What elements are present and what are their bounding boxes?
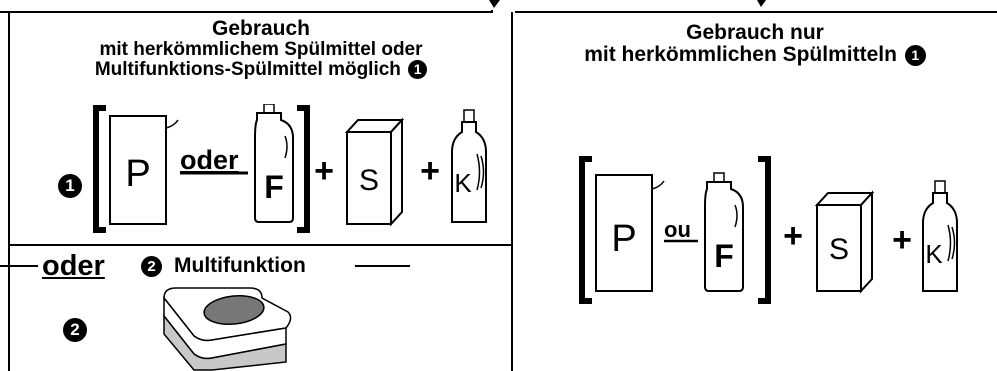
product-label-s: S: [359, 164, 379, 197]
product-label-k: K: [925, 239, 943, 269]
prewash-pack-icon: P: [595, 174, 665, 292]
plus-sign: +: [314, 152, 334, 190]
right-title-line2: mit herkömmlichen Spülmitteln 1: [513, 43, 997, 67]
plus-sign-2: +: [892, 221, 912, 259]
prewash-pack-icon: P: [109, 115, 179, 225]
plus-sign-2: +: [420, 152, 440, 190]
product-label-p: P: [611, 218, 636, 260]
multi-marker: 2: [141, 256, 162, 277]
or-label: ou: [664, 217, 691, 242]
row-marker-1: 1: [58, 174, 82, 198]
plus-sign: +: [783, 217, 803, 255]
liquid-detergent-bottle-icon: F: [704, 172, 744, 292]
left-title-line2: mit herkömmlichem Spülmittel oder: [99, 39, 423, 61]
bracket-right-icon: [758, 156, 771, 304]
number-marker-icon: 1: [904, 45, 926, 67]
liquid-detergent-bottle-icon: F: [254, 104, 294, 223]
right-title-line2-text: mit herkömmlichen Spülmitteln: [584, 43, 897, 67]
rinse-aid-bottle-icon: K: [451, 109, 487, 223]
dishwasher-tablet-icon: [163, 287, 292, 371]
salt-box-icon: S: [814, 190, 875, 294]
bracket-right-icon: [297, 105, 310, 233]
product-label-f: F: [714, 238, 734, 274]
left-panel-title: Gebrauch mit herkömmlichem Spülmittel od…: [10, 17, 512, 80]
or-label: oder: [180, 145, 239, 175]
salt-box-icon: S: [344, 117, 405, 227]
left-title-line1: Gebrauch: [211, 17, 311, 40]
row-marker-2: 2: [63, 318, 87, 342]
right-products: P ou F + S + K: [579, 156, 958, 304]
product-label-p: P: [125, 153, 150, 195]
rinse-aid-bottle-icon: K: [922, 180, 958, 292]
number-marker-icon: 1: [408, 59, 428, 79]
product-label-s: S: [829, 233, 849, 266]
multi-or-label: oder: [42, 250, 105, 282]
bracket-left-icon: [579, 156, 592, 304]
bracket-left-icon: [93, 105, 106, 233]
product-label-f: F: [264, 169, 284, 205]
multifunction-label: Multifunktion: [174, 254, 306, 277]
left-title-line3-text: Multifunktions-Spülmittel möglich: [94, 58, 401, 80]
right-title-line1: Gebrauch nur: [686, 21, 824, 44]
left-title-line3: Multifunktions-Spülmittel möglich 1: [10, 60, 512, 80]
left-products: P oder F + S + K: [93, 104, 487, 233]
right-panel-title: Gebrauch nur mit herkömmlichen Spülmitte…: [513, 21, 997, 67]
product-label-k: K: [454, 168, 472, 198]
